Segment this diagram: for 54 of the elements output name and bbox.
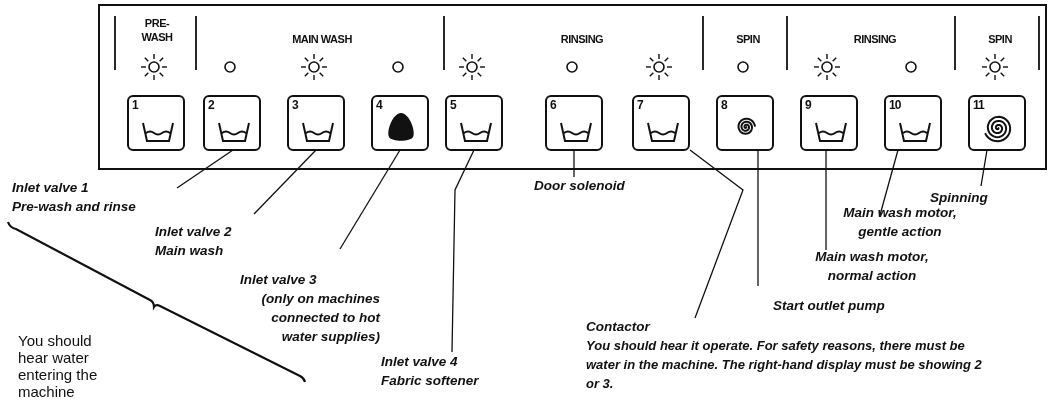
button-number: 3	[292, 98, 298, 112]
button-number: 1	[132, 98, 138, 112]
program-button	[968, 95, 1026, 151]
callout-heading: Contactor	[586, 318, 652, 336]
callout-text: (only on machines connected to hot water supplies)	[260, 290, 380, 346]
control-panel	[98, 4, 1047, 170]
program-button	[884, 95, 942, 151]
leader-line	[825, 149, 827, 251]
leader-line	[689, 149, 744, 319]
program-button	[203, 95, 261, 151]
button-number: 8	[721, 98, 727, 112]
callout-text: Door solenoid	[534, 177, 625, 195]
section-heading: PRE- WASH	[140, 16, 174, 44]
button-number: 11	[973, 98, 984, 112]
program-button	[800, 95, 858, 151]
section-heading: SPIN	[987, 32, 1013, 46]
section-heading: SPIN	[735, 32, 761, 46]
button-number: 5	[450, 98, 456, 112]
button-number: 9	[805, 98, 811, 112]
callout-text: Start outlet pump	[773, 297, 885, 315]
callout-text: Spinning	[930, 189, 988, 207]
callout-text: Main wash motor, gentle action	[842, 205, 958, 241]
program-button	[632, 95, 690, 151]
callout-text: Pre-wash and rinse	[12, 198, 136, 216]
leader-line	[176, 149, 234, 189]
program-button	[545, 95, 603, 151]
section-heading: RINSING	[559, 32, 605, 46]
callout-heading: Inlet valve 2	[155, 223, 232, 241]
callout-text: Main wash motor, normal action	[814, 248, 930, 285]
button-number: 2	[208, 98, 214, 112]
leader-line	[253, 149, 317, 215]
callout-text: Fabric softener	[381, 372, 479, 390]
callout-heading: Inlet valve 3	[240, 271, 318, 289]
leader-line	[339, 149, 401, 250]
program-button	[371, 95, 429, 151]
button-number: 7	[637, 98, 643, 112]
section-heading: RINSING	[852, 32, 898, 46]
leader-line	[980, 149, 988, 187]
callout-text: You should hear it operate. For safety reasons, there must be water in the machine. The right-hand display must be showing 2 or 3.	[586, 337, 983, 393]
program-button	[445, 95, 503, 151]
program-button	[127, 95, 185, 151]
note-text: You should hear water entering the machine	[18, 332, 99, 400]
button-number: 4	[376, 98, 382, 112]
callout-heading: Inlet valve 1	[12, 179, 90, 197]
leader-line	[451, 149, 475, 353]
program-button	[716, 95, 774, 151]
callout-heading: Inlet valve 4	[381, 353, 459, 371]
section-heading: MAIN WASH	[291, 32, 353, 46]
leader-line	[757, 149, 759, 287]
button-number: 6	[550, 98, 556, 112]
callout-text: Main wash	[155, 242, 225, 260]
button-number: 10	[889, 98, 901, 112]
leader-line	[573, 149, 575, 178]
program-button	[287, 95, 345, 151]
